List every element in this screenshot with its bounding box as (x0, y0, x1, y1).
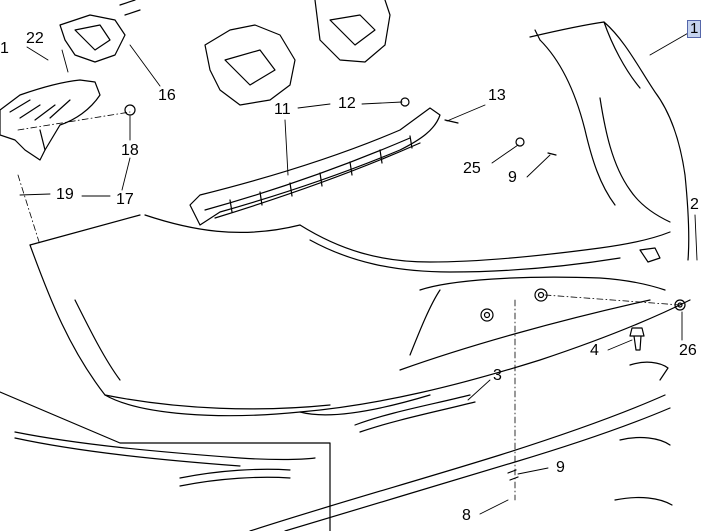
alignment-lines (17, 111, 681, 501)
callout-9-upper: 9 (508, 169, 517, 186)
lower-trim-center (354, 394, 476, 433)
bumper-reinforcement (189, 107, 441, 226)
top-center-brackets (204, 0, 391, 106)
lower-diffuser (249, 361, 673, 531)
callout-22: 22 (26, 30, 44, 47)
inset-detail (0, 391, 331, 531)
leader-lines (19, 31, 698, 515)
callout-8: 8 (462, 507, 471, 524)
bumper-cover (29, 21, 691, 417)
callout-1-left: 1 (0, 40, 9, 57)
callout-4: 4 (590, 342, 599, 359)
callout-11: 11 (274, 101, 291, 118)
callout-17: 17 (116, 191, 134, 208)
fasteners (124, 97, 686, 481)
top-left-bracket (59, 0, 141, 63)
callout-25: 25 (463, 160, 481, 177)
callout-19: 19 (56, 186, 74, 203)
callout-3: 3 (493, 367, 502, 384)
callout-26: 26 (679, 342, 697, 359)
callout-1-highlighted[interactable]: 1 (687, 20, 702, 38)
callout-9-lower: 9 (556, 459, 565, 476)
callout-13: 13 (488, 87, 506, 104)
callout-16: 16 (158, 87, 176, 104)
callout-18: 18 (121, 142, 139, 159)
left-bracket (0, 79, 101, 161)
callout-2: 2 (690, 196, 699, 213)
callout-12: 12 (338, 95, 356, 112)
